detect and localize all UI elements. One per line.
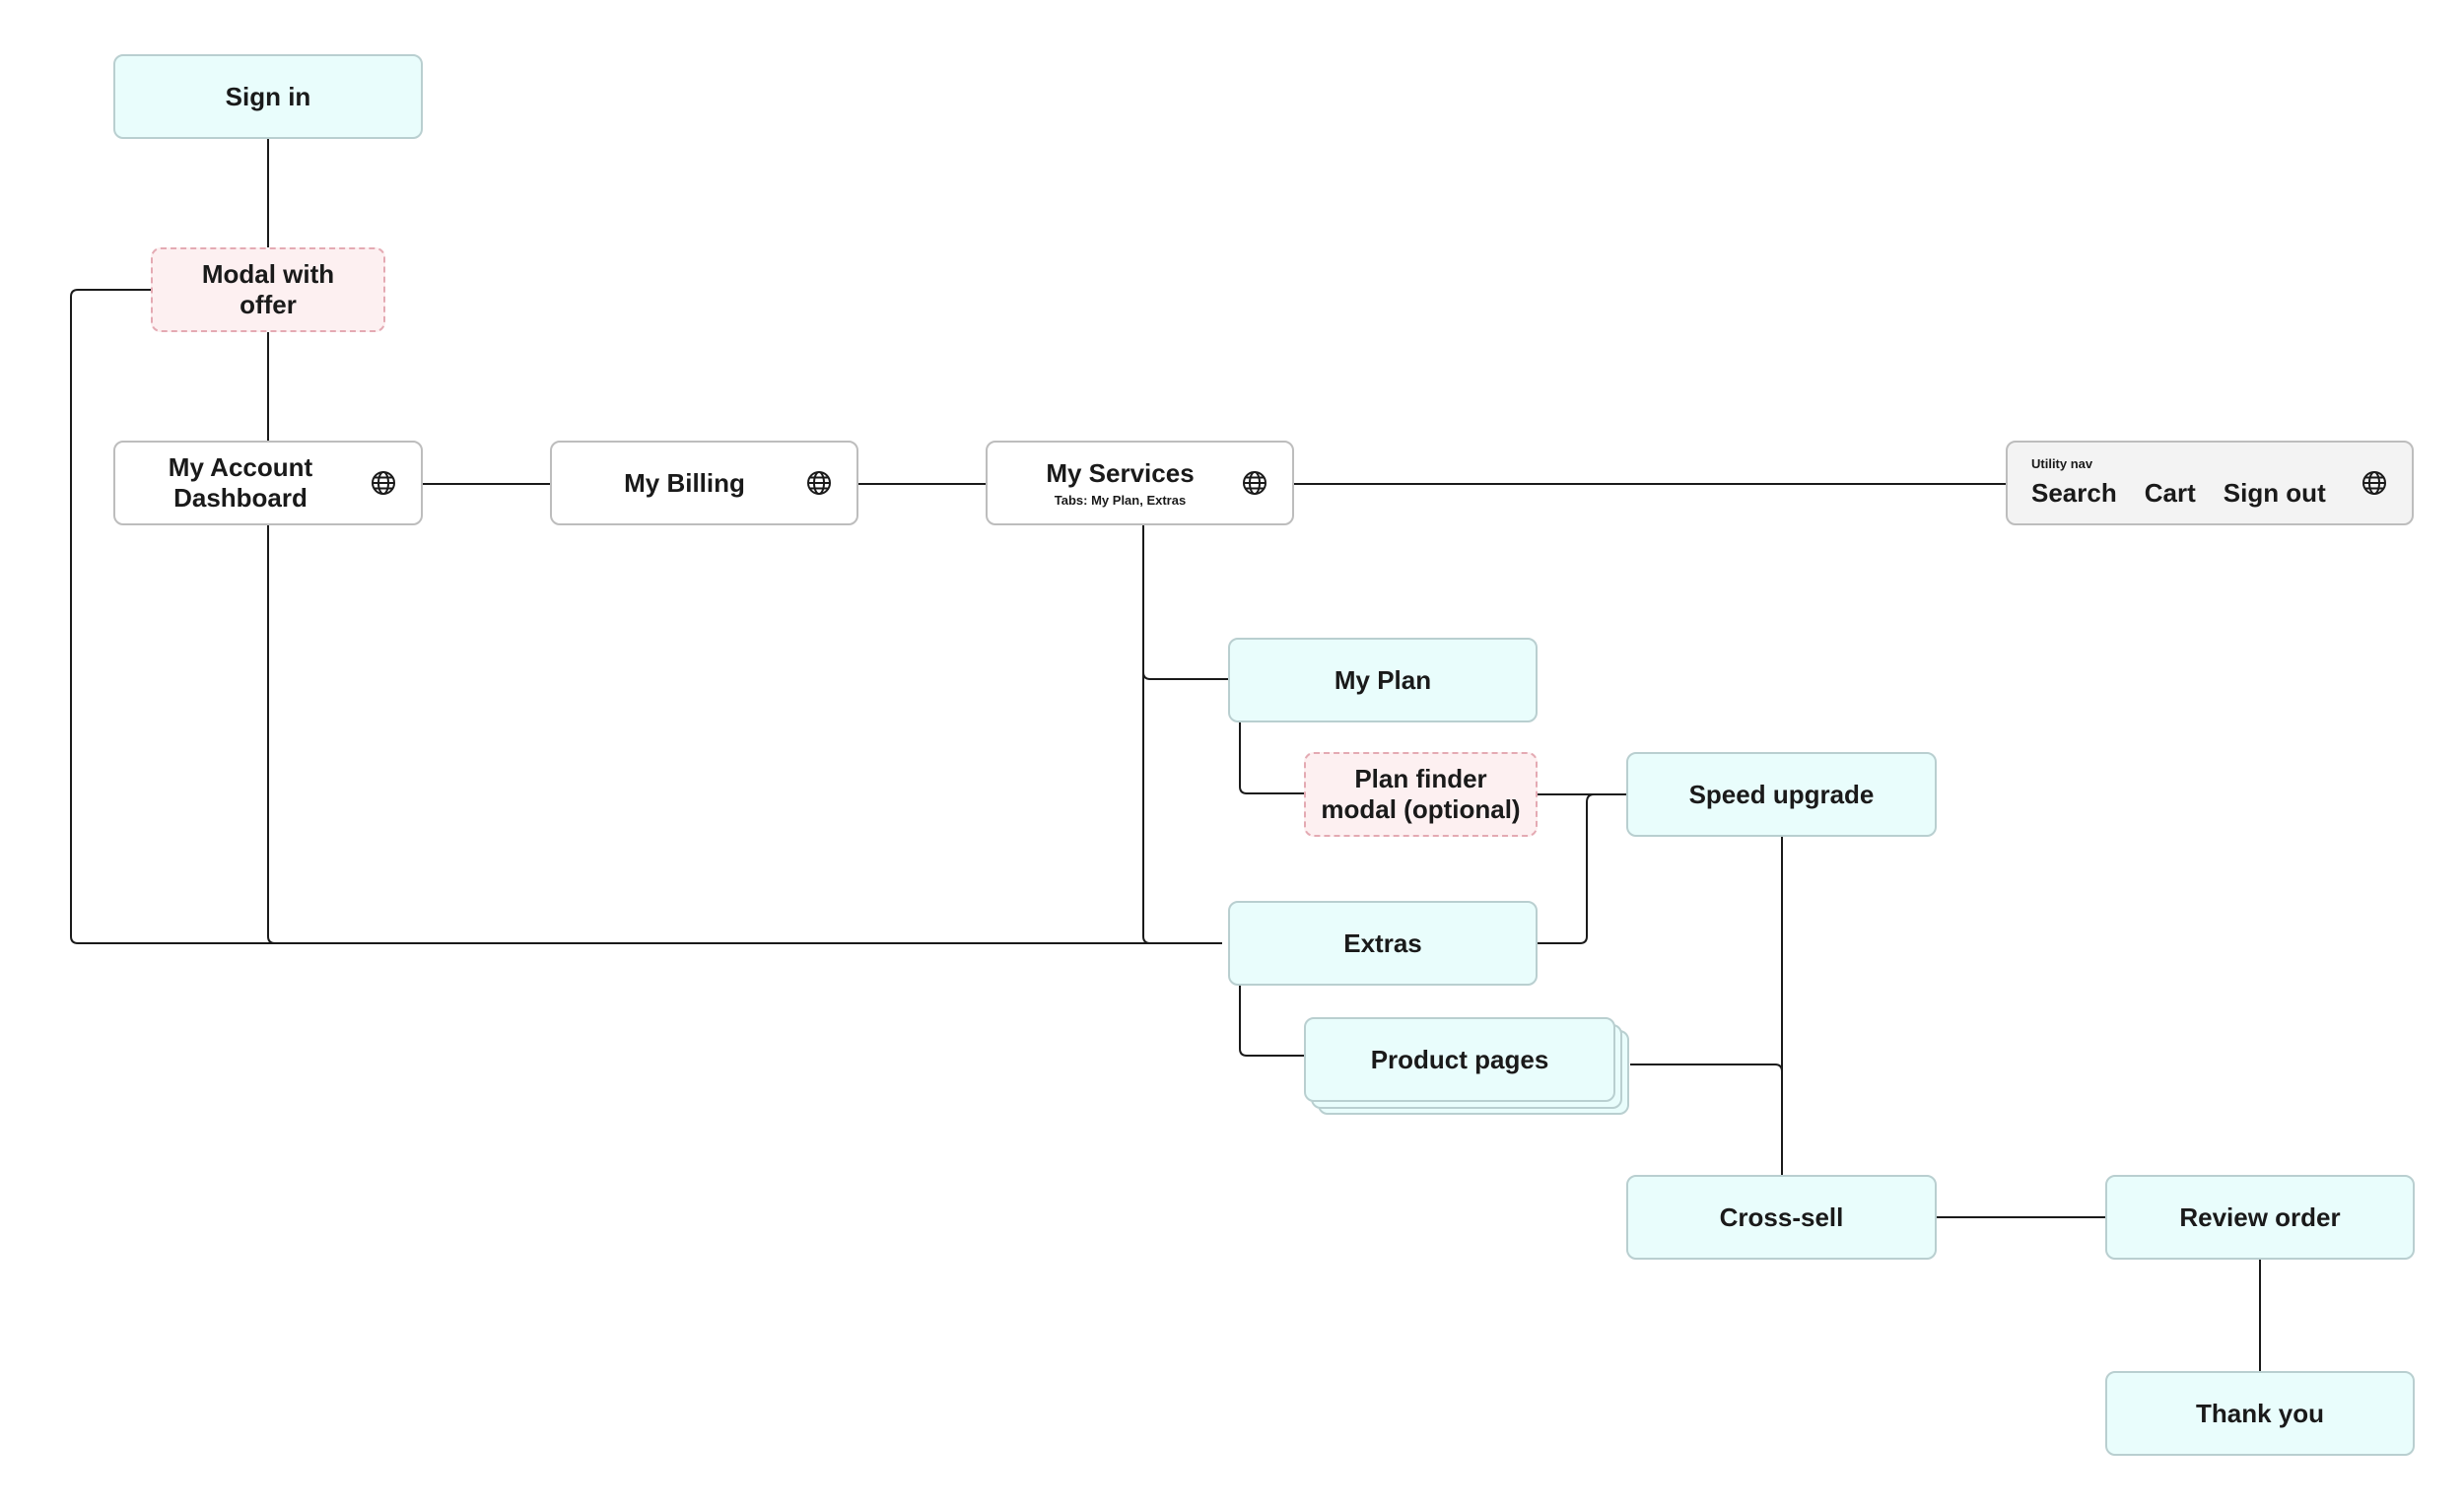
node-my-account-dashboard[interactable]: My Account Dashboard	[113, 441, 423, 525]
node-services-label: My Services	[1046, 457, 1195, 488]
node-plan-finder-modal[interactable]: Plan finder modal (optional)	[1304, 752, 1538, 837]
node-dashboard-label: My Account Dashboard	[168, 452, 313, 513]
globe-icon	[807, 471, 831, 495]
node-my-plan-label: My Plan	[1334, 664, 1432, 695]
connector-products-crosssell	[1630, 1064, 1783, 1072]
utility-link-sign-out[interactable]: Sign out	[2223, 478, 2326, 508]
node-cross-sell[interactable]: Cross-sell	[1626, 1175, 1937, 1260]
connector-extras-products	[1239, 986, 1304, 1057]
node-services-text: My Services Tabs: My Plan, Extras	[1046, 458, 1194, 509]
node-utility-nav[interactable]: Utility nav Search Cart Sign out	[2006, 441, 2414, 525]
utility-nav-caption: Utility nav	[2031, 456, 2093, 471]
node-sign-in-label: Sign in	[225, 81, 311, 111]
node-cross-sell-label: Cross-sell	[1719, 1201, 1844, 1232]
node-review-order-label: Review order	[2179, 1201, 2341, 1232]
connector-myplan-planfinder	[1239, 722, 1304, 794]
connector-modal-loop	[70, 289, 1222, 944]
utility-link-search[interactable]: Search	[2031, 478, 2117, 508]
connector-services-trunk	[1142, 525, 1151, 944]
node-modal-label: Modal with offer	[201, 259, 335, 319]
node-speed-upgrade-label: Speed upgrade	[1688, 779, 1875, 809]
node-my-plan[interactable]: My Plan	[1228, 638, 1538, 722]
globe-icon	[1243, 471, 1266, 495]
node-thank-you-label: Thank you	[2195, 1398, 2324, 1428]
globe-icon	[2362, 471, 2386, 495]
node-modal-with-offer[interactable]: Modal with offer	[151, 247, 385, 332]
node-speed-upgrade[interactable]: Speed upgrade	[1626, 752, 1937, 837]
node-thank-you[interactable]: Thank you	[2105, 1371, 2415, 1456]
node-extras[interactable]: Extras	[1228, 901, 1538, 986]
node-extras-label: Extras	[1343, 927, 1422, 958]
connector-dashboard-loop	[267, 525, 276, 944]
node-my-services[interactable]: My Services Tabs: My Plan, Extras	[986, 441, 1294, 525]
node-plan-finder-label: Plan finder modal (optional)	[1321, 764, 1521, 824]
utility-nav-links: Search Cart Sign out	[2031, 478, 2412, 508]
connector-trunk-myplan	[1142, 671, 1228, 680]
node-product-pages-label: Product pages	[1370, 1044, 1549, 1074]
node-my-billing[interactable]: My Billing	[550, 441, 858, 525]
globe-icon	[372, 471, 395, 495]
node-billing-label: My Billing	[624, 467, 745, 498]
node-services-subtitle: Tabs: My Plan, Extras	[1054, 492, 1187, 508]
node-product-pages[interactable]: Product pages	[1304, 1017, 1615, 1102]
utility-nav-content: Utility nav Search Cart Sign out	[2031, 456, 2412, 523]
utility-link-cart[interactable]: Cart	[2144, 478, 2196, 508]
connector-extras-speed	[1538, 793, 1595, 944]
node-sign-in[interactable]: Sign in	[113, 54, 423, 139]
node-review-order[interactable]: Review order	[2105, 1175, 2415, 1260]
